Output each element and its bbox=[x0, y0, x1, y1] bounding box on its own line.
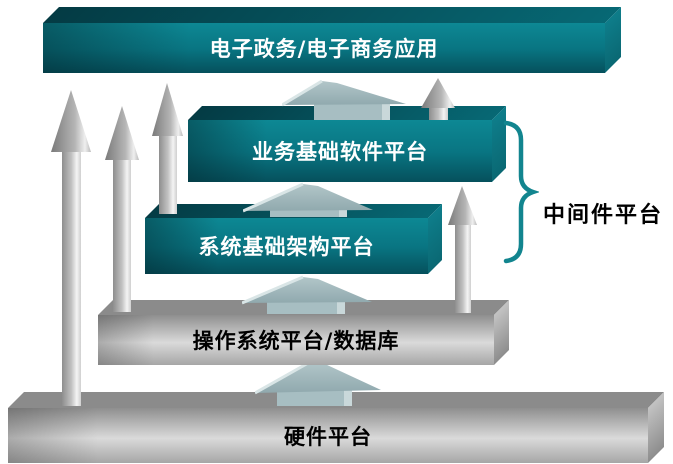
layer-system-side-face bbox=[428, 204, 442, 274]
layer-application-label: 电子政务/电子商务应用 bbox=[209, 37, 439, 61]
pyramid-arrow-2 bbox=[243, 182, 373, 217]
middleware-label: 中间件平台 bbox=[543, 203, 664, 228]
up-arrow-right-top bbox=[421, 78, 455, 122]
up-arrow-left-1 bbox=[51, 90, 91, 406]
up-arrow-left-2 bbox=[105, 106, 139, 312]
layer-application-top-face bbox=[43, 7, 621, 23]
layer-hardware-box: 硬件平台 bbox=[8, 408, 648, 463]
layer-system-box: 系统基础架构平台 bbox=[145, 218, 428, 274]
pyramid-arrow-3 bbox=[242, 275, 372, 314]
layer-os-box: 操作系统平台/数据库 bbox=[98, 315, 494, 365]
middleware-brace bbox=[503, 120, 539, 264]
layer-system-label: 系统基础架构平台 bbox=[198, 235, 375, 259]
layer-business-label: 业务基础软件平台 bbox=[252, 140, 428, 164]
layer-business-box: 业务基础软件平台 bbox=[188, 120, 492, 182]
layer-os-label: 操作系统平台/数据库 bbox=[192, 329, 400, 353]
pyramid-arrow-1 bbox=[282, 80, 406, 121]
layer-hardware-label: 硬件平台 bbox=[284, 424, 372, 449]
up-arrow-left-3 bbox=[152, 83, 183, 214]
pyramid-arrow-4 bbox=[255, 360, 381, 406]
up-arrow-right-mid bbox=[448, 186, 477, 313]
layer-application-box: 电子政务/电子商务应用 bbox=[43, 23, 605, 73]
